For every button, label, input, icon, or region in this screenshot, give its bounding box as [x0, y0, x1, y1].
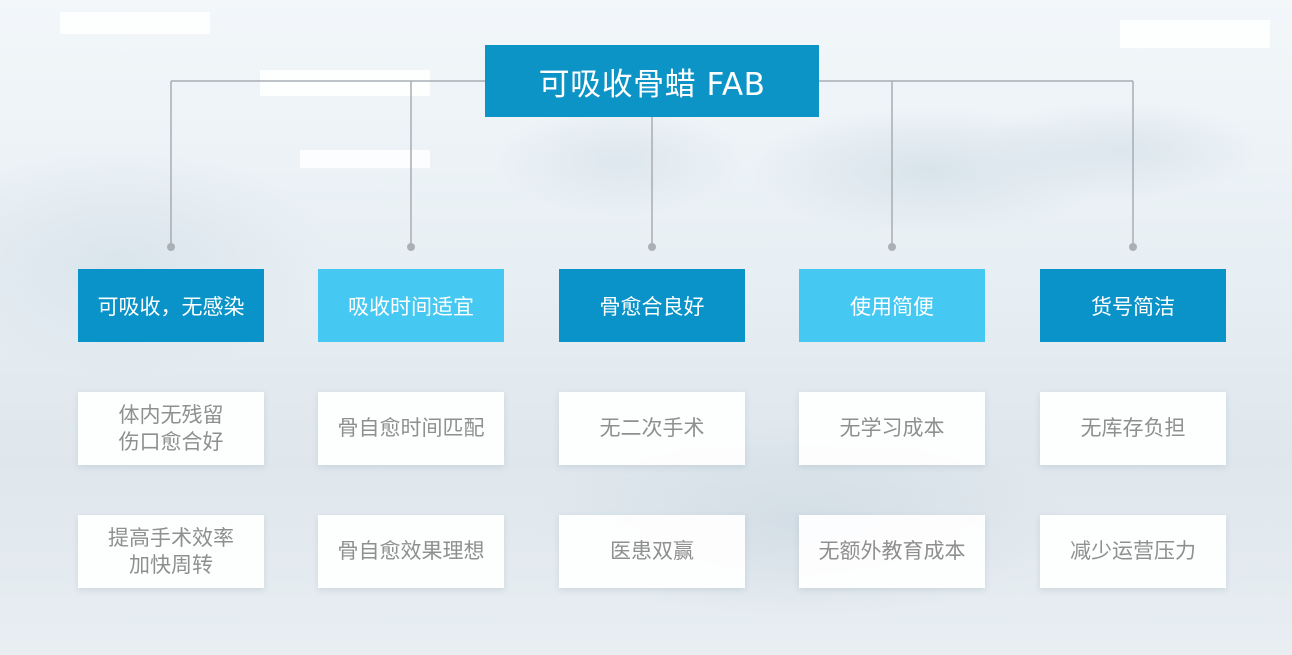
- item-box: 体内无残留 伤口愈合好: [78, 392, 264, 465]
- item-label: 无库存负担: [1080, 416, 1186, 440]
- item-box: 骨自愈效果理想: [318, 515, 504, 588]
- item-box: 无额外教育成本: [799, 515, 985, 588]
- ceiling-light: [60, 12, 210, 34]
- item-label: 无学习成本: [839, 416, 945, 440]
- item-label: 骨自愈时间匹配: [337, 416, 485, 440]
- item-box: 无库存负担: [1040, 392, 1226, 465]
- category-label: 使用简便: [850, 294, 934, 319]
- item-box: 医患双赢: [559, 515, 745, 588]
- connector-dot: [407, 243, 415, 251]
- item-label: 无二次手术: [599, 416, 705, 440]
- connector-dot: [888, 243, 896, 251]
- item-label: 提高手术效率 加快周转: [108, 525, 234, 577]
- item-box: 提高手术效率 加快周转: [78, 515, 264, 588]
- connector-dot: [167, 243, 175, 251]
- item-label: 无额外教育成本: [818, 539, 966, 563]
- diagram-title: 可吸收骨蜡 FAB: [485, 45, 819, 117]
- connector-dot: [648, 243, 656, 251]
- item-label: 医患双赢: [610, 539, 694, 563]
- ceiling-light: [300, 150, 430, 168]
- item-label: 体内无残留 伤口愈合好: [118, 402, 224, 454]
- item-box: 无二次手术: [559, 392, 745, 465]
- category-box: 吸收时间适宜: [318, 269, 504, 342]
- ceiling-light: [260, 70, 430, 96]
- item-label: 减少运营压力: [1070, 539, 1196, 563]
- item-label: 骨自愈效果理想: [337, 539, 485, 563]
- category-box: 货号简洁: [1040, 269, 1226, 342]
- item-box: 无学习成本: [799, 392, 985, 465]
- category-box: 骨愈合良好: [559, 269, 745, 342]
- category-label: 货号简洁: [1091, 294, 1175, 319]
- item-box: 骨自愈时间匹配: [318, 392, 504, 465]
- category-label: 吸收时间适宜: [348, 294, 474, 319]
- category-box: 可吸收，无感染: [78, 269, 264, 342]
- category-box: 使用简便: [799, 269, 985, 342]
- category-label: 可吸收，无感染: [97, 294, 245, 319]
- item-box: 减少运营压力: [1040, 515, 1226, 588]
- category-label: 骨愈合良好: [599, 294, 705, 319]
- connector-dot: [1129, 243, 1137, 251]
- ceiling-light: [1120, 20, 1270, 48]
